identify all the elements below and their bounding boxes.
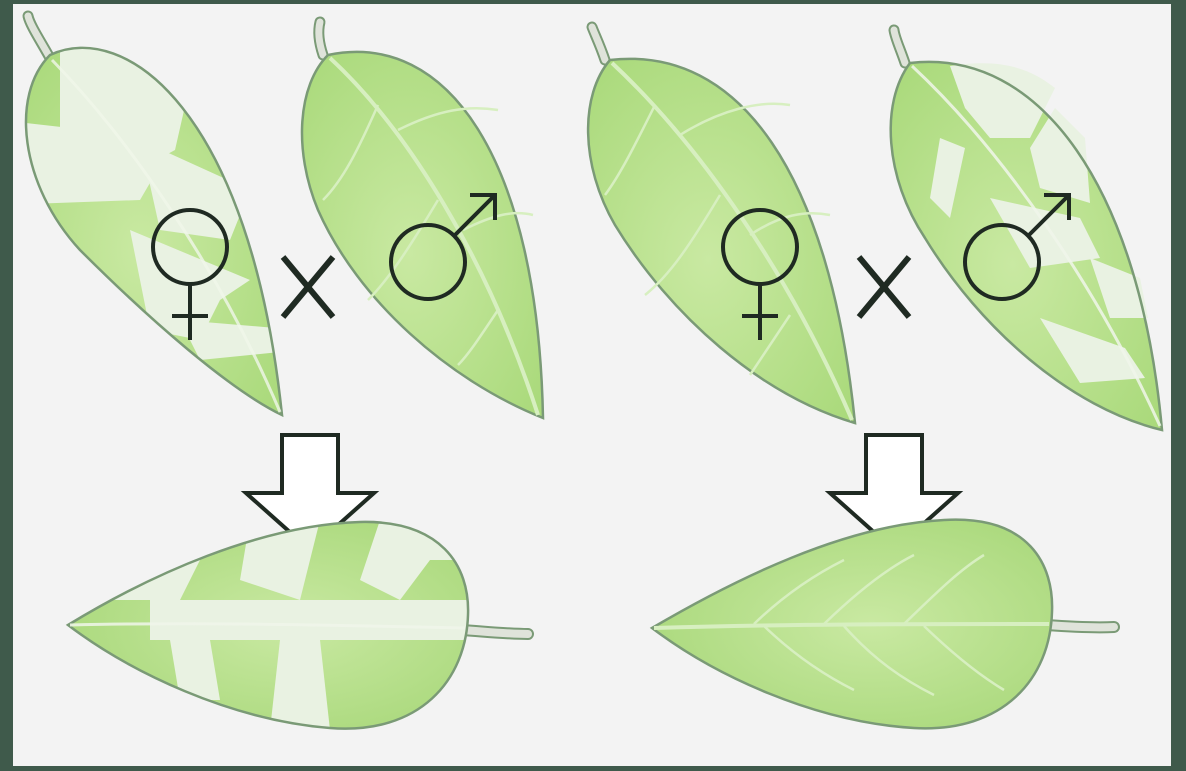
cross-symbol [859, 257, 909, 317]
cross-symbol [283, 257, 333, 317]
female-parent-leaf-green [588, 27, 855, 423]
diagram-canvas [13, 4, 1171, 766]
male-parent-leaf-green [302, 22, 543, 418]
offspring-leaf-variegated [68, 520, 528, 730]
inheritance-diagram [13, 4, 1171, 766]
cross-right [588, 27, 1162, 728]
cross-left [13, 16, 543, 730]
offspring-leaf-green [652, 520, 1114, 729]
female-parent-leaf-variegated [13, 16, 300, 415]
male-parent-leaf-variegated [891, 30, 1162, 430]
